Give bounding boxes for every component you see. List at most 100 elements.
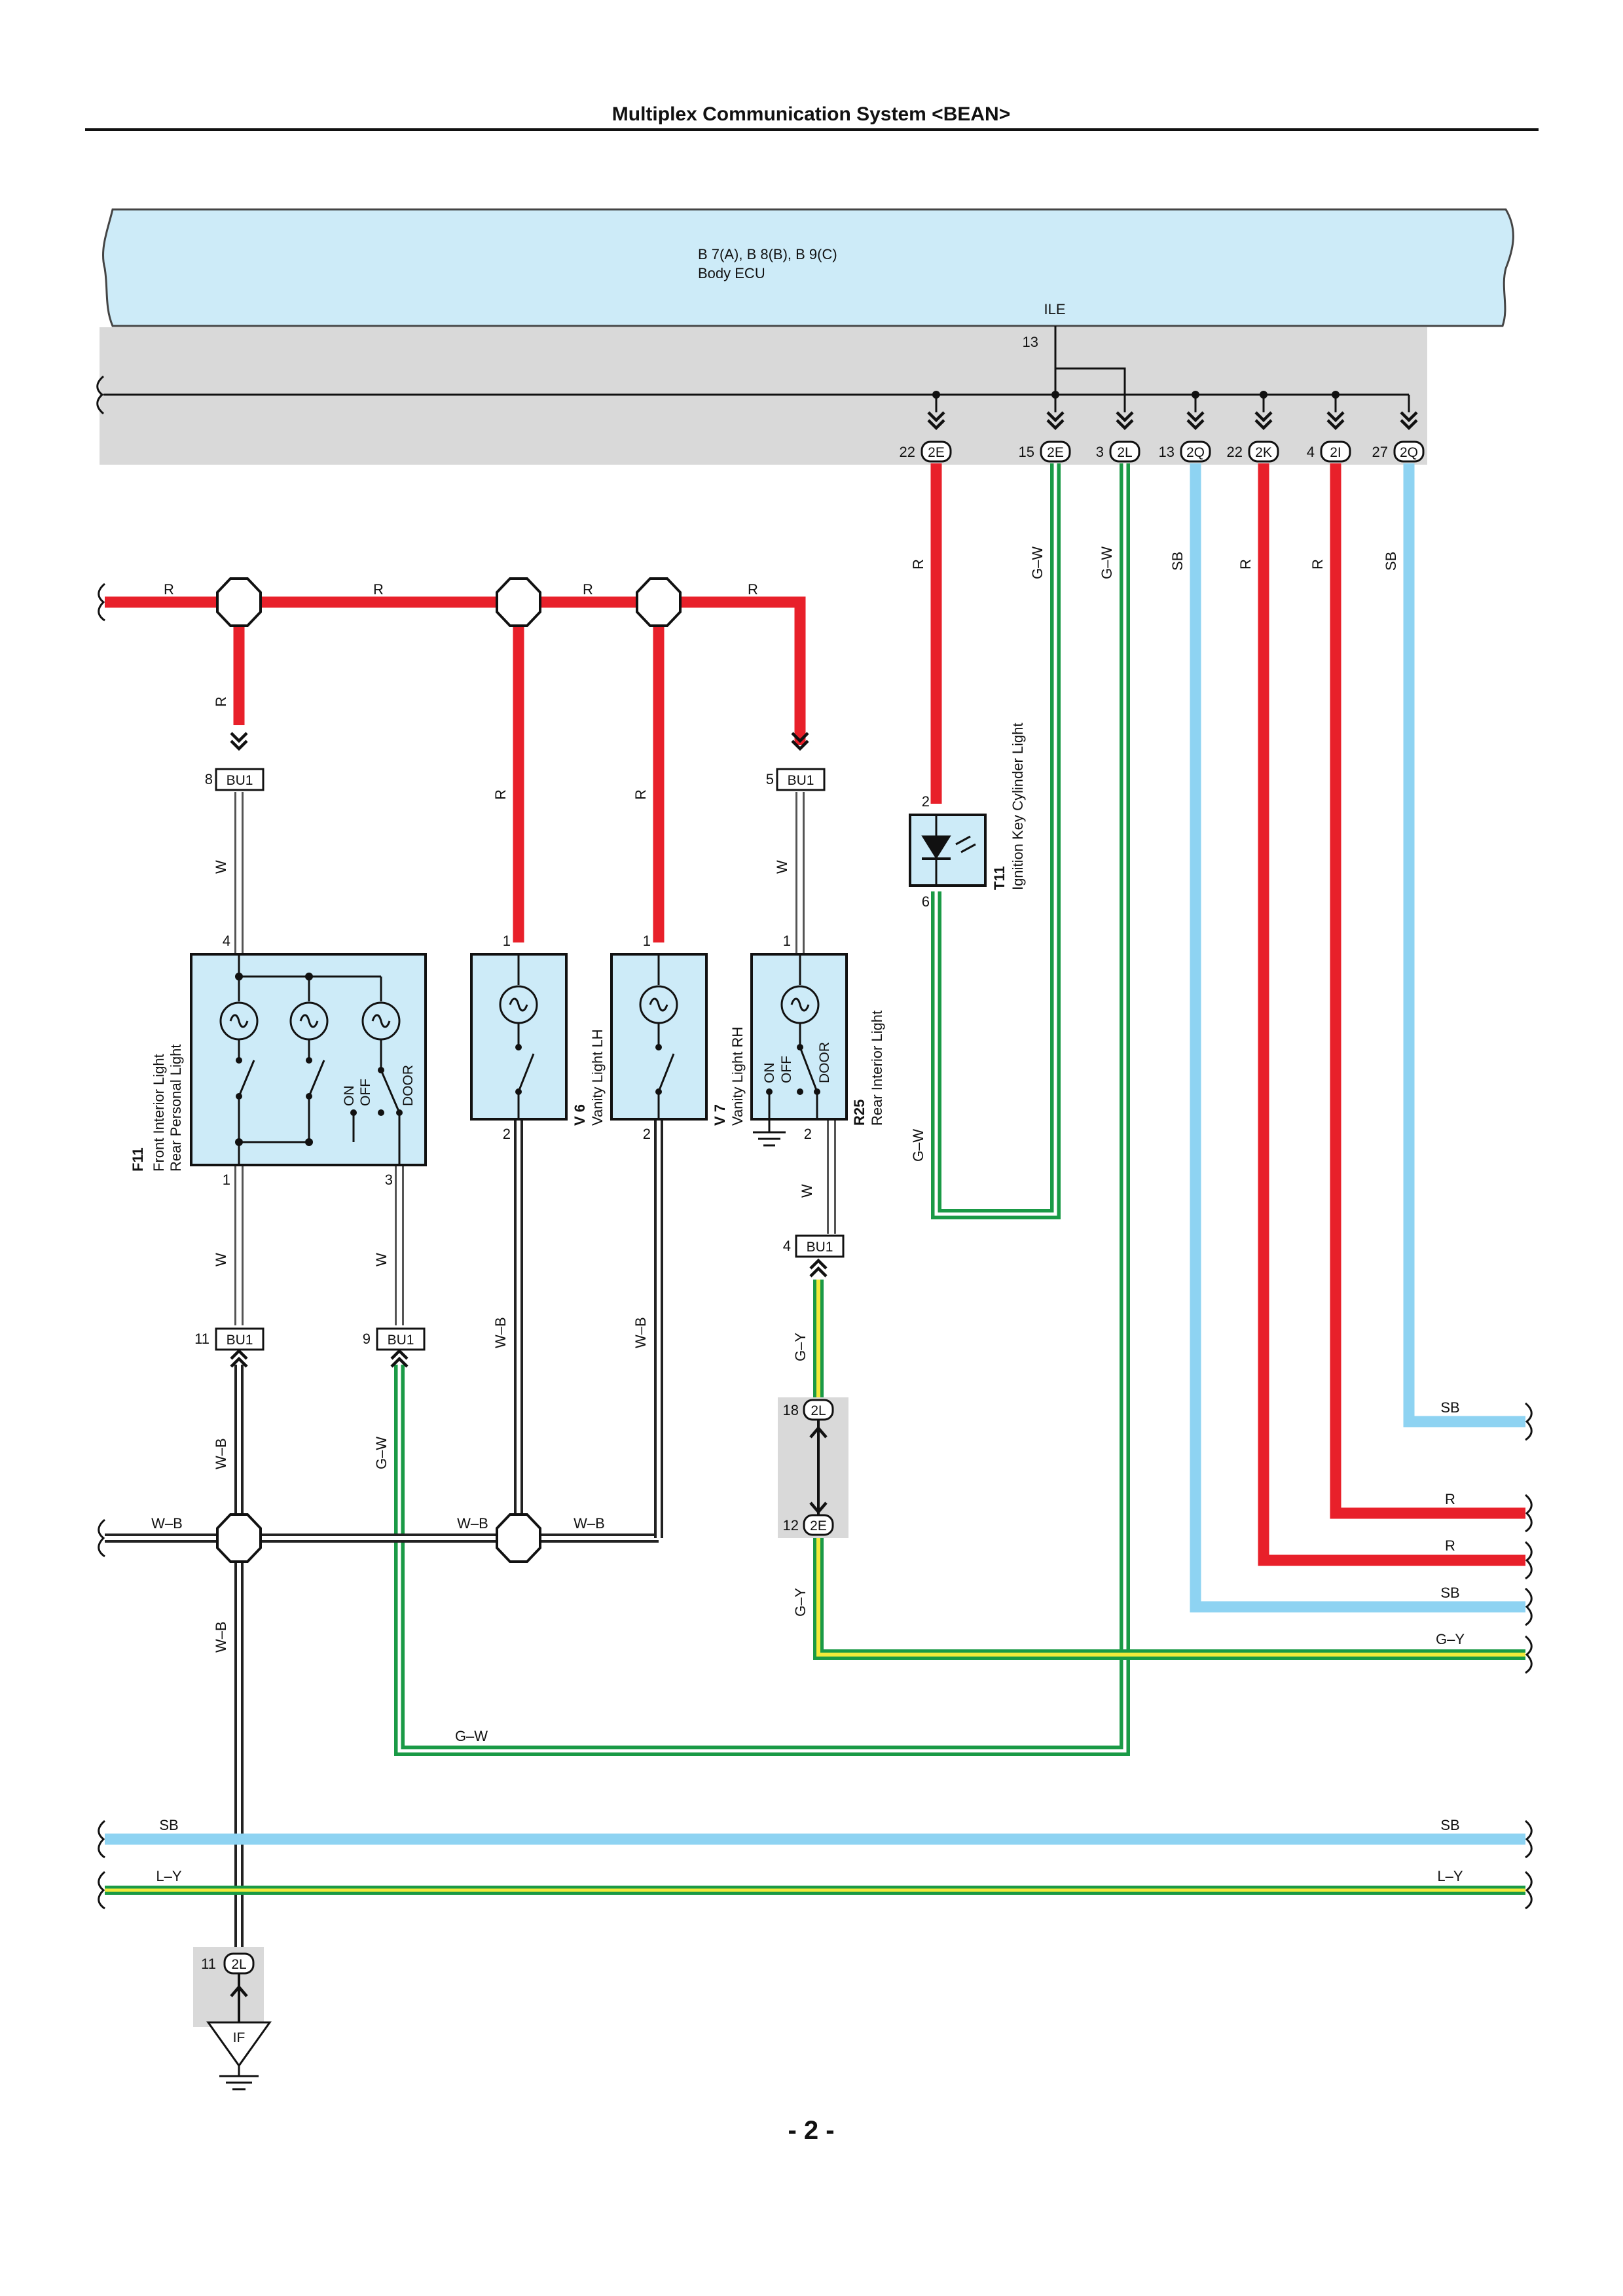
r25-switch-off: OFF — [779, 1056, 794, 1083]
wire-label: R — [632, 789, 649, 800]
wire-break-left-r — [98, 583, 105, 622]
f11-code: F11 — [130, 1147, 146, 1172]
connector-pin: 11 — [194, 1331, 210, 1347]
connector-pin: 11 — [201, 1956, 216, 1972]
t11-pin-in: 2 — [922, 793, 930, 810]
wire-label: W–B — [213, 1621, 229, 1653]
wire-w-group — [234, 792, 836, 1325]
ecu-connector-area — [100, 327, 1427, 465]
wire-label: L–Y — [156, 1868, 181, 1884]
wire-label: W–B — [457, 1515, 488, 1532]
ecu-pin-number: 4 — [1307, 444, 1315, 460]
ecu-pin-connector: 2L — [1117, 445, 1132, 460]
f11-pin-out-1: 1 — [223, 1172, 230, 1188]
wire-label: R — [1309, 559, 1326, 569]
ecu-pin-number: 22 — [1227, 444, 1243, 460]
connector-name: BU1 — [388, 1333, 414, 1348]
page-header-title: Multiplex Communication System <BEAN> — [612, 103, 1010, 125]
ecu-pin-2q-27: 27 2Q — [1372, 440, 1425, 463]
v6-pin-in: 1 — [503, 933, 511, 949]
f11-name-2: Rear Personal Light — [168, 1045, 184, 1172]
connector-name: BU1 — [227, 773, 253, 788]
wire-ecu-gw-main — [394, 463, 1130, 1756]
r25-name: Rear Interior Light — [869, 1011, 885, 1126]
wire-label: R — [1445, 1491, 1455, 1507]
ecu-pin-number: 22 — [900, 444, 915, 460]
component-f11: ON OFF DOOR 4 1 3 F11 Front Interior Lig… — [130, 933, 427, 1188]
f11-name-1: Front Interior Light — [151, 1054, 167, 1172]
bu1-4-chevron — [811, 1261, 826, 1276]
wire-label: G–W — [1099, 547, 1115, 579]
t11-code: T11 — [991, 866, 1008, 890]
v7-name: Vanity Light RH — [729, 1027, 746, 1126]
t11-pin-out: 6 — [922, 893, 930, 910]
v7-pin-in: 1 — [643, 933, 651, 949]
wire-label: W — [799, 1184, 815, 1198]
r25-switch-on: ON — [762, 1063, 777, 1084]
f11-switch-on: ON — [342, 1086, 357, 1107]
wire-label: W — [213, 860, 229, 874]
connector-name: 2L — [811, 1403, 826, 1418]
ecu-pin-number: 27 — [1372, 444, 1388, 460]
ecu-bus-break-left — [96, 375, 104, 415]
wire-label: R — [748, 581, 758, 598]
ecu-pin-number: 13 — [1159, 444, 1175, 460]
ecu-bus-drops — [935, 395, 1337, 412]
connector-2e-12: 12 2E — [783, 1514, 834, 1536]
wire-label: W — [213, 1253, 229, 1266]
connector-pin: 9 — [363, 1331, 371, 1347]
bu1-11-chevron — [231, 1351, 247, 1367]
connector-bu1-11: 11 BU1 — [194, 1327, 264, 1351]
t11-name: Ignition Key Cylinder Light — [1010, 723, 1026, 890]
f11-pin-out-3: 3 — [385, 1172, 393, 1188]
component-t11: 2 6 T11 Ignition Key Cylinder Light — [909, 723, 1026, 910]
r25-pin-in: 1 — [783, 933, 791, 949]
ground-if: IF — [206, 1973, 272, 2090]
connector-pin: 5 — [766, 771, 774, 787]
ecu-code-label: B 7(A), B 8(B), B 9(C) — [698, 246, 837, 262]
ecu-pin-2q-13: 13 2Q — [1159, 440, 1211, 463]
connector-pin: 12 — [783, 1517, 799, 1534]
connector-name: BU1 — [807, 1240, 833, 1255]
connector-bu1-8: 8 BU1 — [205, 768, 264, 791]
wire-label: W — [774, 860, 790, 874]
wire-label: R — [910, 559, 926, 569]
component-v7: 1 2 V 7 Vanity Light RH — [610, 933, 746, 1142]
wire-label: R — [492, 789, 509, 800]
ecu-pin-connector: 2I — [1330, 445, 1341, 460]
wire-break-left-ly — [98, 1871, 105, 1910]
wire-break-left-sb — [98, 1820, 105, 1859]
v7-pin-out: 2 — [643, 1126, 651, 1142]
wire-label: G–W — [910, 1129, 926, 1162]
ecu-pin-2e-22: 22 2E — [900, 440, 952, 463]
wire-label: SB — [1440, 1399, 1459, 1416]
wire-wb-group — [105, 1119, 663, 1954]
ecu-pin-connector: 2Q — [1400, 445, 1418, 460]
wire-label: G–Y — [792, 1588, 809, 1617]
connector-bu1-4: 4 BU1 — [783, 1234, 845, 1258]
junction-link — [809, 1420, 828, 1515]
wire-label: G–Y — [1436, 1631, 1465, 1647]
connector-pin: 18 — [783, 1402, 799, 1418]
bu1-9-chevron — [392, 1351, 407, 1367]
r25-code: R25 — [851, 1100, 867, 1126]
f11-switch-off: OFF — [358, 1079, 373, 1106]
connector-name: 2L — [231, 1957, 246, 1972]
ecu-pin-connector: 2K — [1255, 445, 1272, 460]
wire-label: R — [213, 696, 229, 707]
wire-ecu-gw-t11 — [931, 463, 1061, 1219]
ecu-pin-2i-4: 4 2I — [1307, 440, 1351, 463]
ecu-pin-number: 3 — [1096, 444, 1104, 460]
wire-top-r-bus — [105, 596, 806, 942]
wire-label: R — [1237, 559, 1254, 569]
wire-label: G–W — [1029, 547, 1046, 579]
wire-label: G–Y — [792, 1333, 809, 1361]
wire-label: SB — [1383, 552, 1399, 571]
wire-labels: R R R R R R R R G–W G–W SB R R SB W W W … — [151, 547, 1465, 1884]
wire-ecu-sb-27 — [1403, 463, 1525, 1427]
v6-name: Vanity Light LH — [589, 1029, 606, 1126]
bu1-8-chevron — [231, 733, 247, 749]
ecu-name-label: Body ECU — [698, 265, 765, 281]
connector-2l-18: 18 2L — [783, 1399, 834, 1421]
